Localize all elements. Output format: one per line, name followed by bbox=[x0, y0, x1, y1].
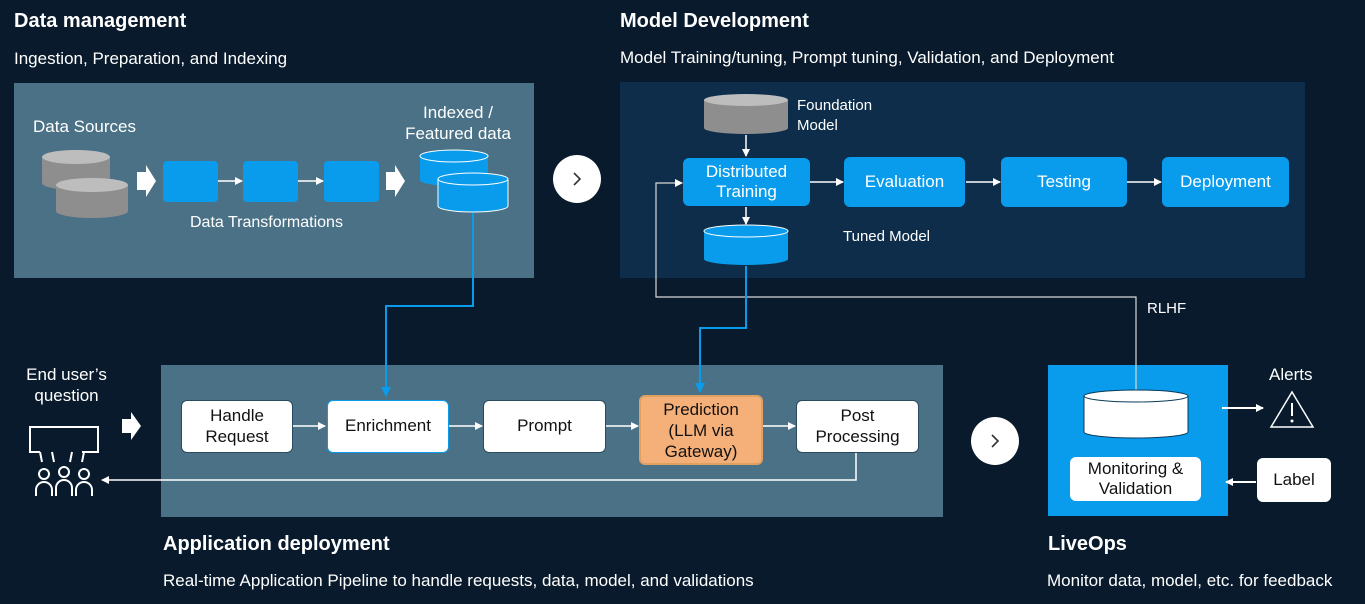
data-management-title: Data management bbox=[14, 10, 187, 32]
handle-request-box: Handle Request bbox=[181, 400, 293, 453]
data-management-subtitle: Ingestion, Preparation, and Indexing bbox=[14, 49, 288, 68]
foundation-label-line2: Model bbox=[797, 117, 838, 134]
label-box: Label bbox=[1257, 458, 1331, 502]
distributed-line2: Training bbox=[716, 182, 777, 201]
monitoring-line1: Monitoring & bbox=[1087, 458, 1184, 478]
indexed-label-line1: Indexed / bbox=[423, 103, 493, 122]
liveops-title: LiveOps bbox=[1048, 533, 1127, 555]
monitoring-line2: Validation bbox=[1098, 479, 1173, 498]
user-group-icon bbox=[29, 426, 99, 496]
block-arrow-icon bbox=[122, 412, 141, 440]
alerts-label: Alerts bbox=[1269, 365, 1313, 384]
alert-triangle-icon bbox=[1269, 390, 1315, 428]
enrichment-box: Enrichment bbox=[327, 400, 449, 453]
next-button[interactable] bbox=[553, 155, 601, 203]
database-icon bbox=[56, 178, 128, 218]
monitoring-validation-box: Monitoring & Validation bbox=[1070, 457, 1201, 501]
prediction-line3: Gateway) bbox=[664, 441, 738, 461]
end-user-line1: End user’s bbox=[26, 365, 107, 384]
database-icon bbox=[704, 94, 788, 134]
distributed-training-box: Distributed Training bbox=[683, 158, 810, 206]
model-development-subtitle: Model Training/tuning, Prompt tuning, Va… bbox=[620, 48, 1114, 67]
foundation-label-line1: Foundation bbox=[797, 97, 873, 114]
data-transformations-label: Data Transformations bbox=[190, 214, 343, 231]
application-deployment-subtitle: Real-time Application Pipeline to handle… bbox=[163, 571, 754, 590]
next-button[interactable] bbox=[971, 417, 1019, 465]
next-chevron-icon bbox=[573, 172, 582, 186]
post-line1: Post bbox=[840, 406, 875, 426]
prediction-box: Prediction (LLM via Gateway) bbox=[639, 395, 763, 465]
prompt-box: Prompt bbox=[483, 400, 606, 453]
liveops-subtitle: Monitor data, model, etc. for feedback bbox=[1047, 571, 1333, 590]
testing-box: Testing bbox=[1001, 157, 1127, 207]
indexed-label: Indexed / Featured data bbox=[398, 102, 518, 144]
transform-box bbox=[163, 161, 218, 202]
end-user-question-label: End user’s question bbox=[14, 364, 119, 406]
next-chevron-icon bbox=[991, 434, 1000, 448]
application-deployment-title: Application deployment bbox=[163, 533, 390, 555]
post-line2: Processing bbox=[815, 426, 900, 446]
post-processing-box: Post Processing bbox=[796, 400, 919, 453]
prediction-line2: (LLM via bbox=[668, 420, 734, 440]
tuned-model-label: Tuned Model bbox=[843, 228, 930, 245]
handle-line1: Handle bbox=[210, 406, 264, 426]
evaluation-box: Evaluation bbox=[844, 157, 965, 207]
database-icon bbox=[703, 224, 789, 265]
block-arrow-icon bbox=[386, 165, 405, 197]
deployment-box: Deployment bbox=[1162, 157, 1289, 207]
transform-box bbox=[243, 161, 298, 202]
block-arrow-icon bbox=[137, 165, 156, 197]
database-icon bbox=[1083, 389, 1189, 439]
prediction-line1: Prediction bbox=[663, 399, 739, 419]
rlhf-label: RLHF bbox=[1147, 300, 1187, 317]
handle-line2: Request bbox=[205, 426, 269, 446]
model-development-title: Model Development bbox=[620, 10, 809, 32]
data-sources-label: Data Sources bbox=[33, 117, 136, 136]
foundation-model-label: Foundation Model bbox=[797, 96, 872, 136]
transform-box bbox=[324, 161, 379, 202]
database-icon bbox=[437, 172, 509, 213]
end-user-line2: question bbox=[34, 386, 99, 405]
distributed-line1: Distributed bbox=[705, 161, 788, 181]
indexed-label-line2: Featured data bbox=[405, 124, 511, 143]
